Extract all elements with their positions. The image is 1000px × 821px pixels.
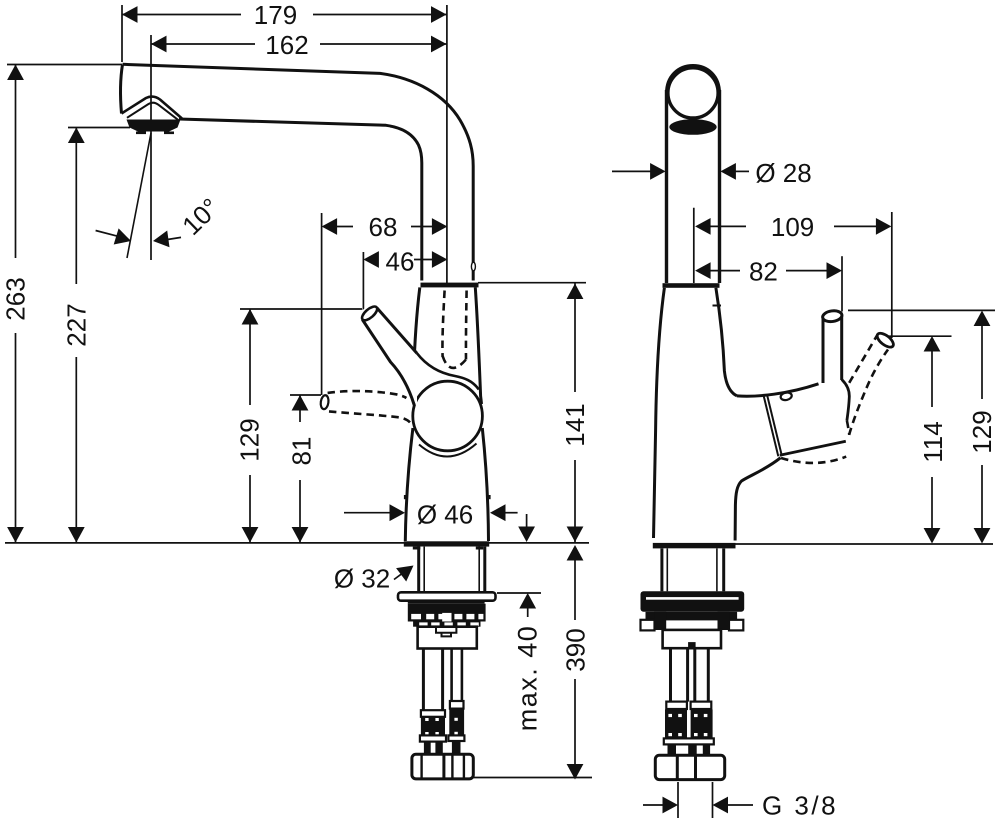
svg-text:390: 390 bbox=[561, 628, 591, 671]
svg-text:114: 114 bbox=[918, 421, 948, 462]
svg-text:162: 162 bbox=[265, 30, 308, 60]
svg-text:263: 263 bbox=[1, 277, 31, 320]
svg-text:46: 46 bbox=[386, 246, 415, 276]
svg-text:141: 141 bbox=[560, 403, 590, 446]
svg-text:129: 129 bbox=[235, 418, 265, 461]
svg-text:82: 82 bbox=[749, 256, 778, 286]
svg-text:129: 129 bbox=[967, 410, 997, 453]
svg-text:68: 68 bbox=[369, 212, 398, 242]
svg-text:Ø 28: Ø 28 bbox=[755, 158, 811, 188]
svg-text:81: 81 bbox=[287, 437, 317, 466]
svg-text:109: 109 bbox=[771, 212, 814, 242]
svg-text:179: 179 bbox=[254, 0, 297, 30]
svg-text:G 3/8: G 3/8 bbox=[762, 791, 838, 821]
svg-text:max. 40: max. 40 bbox=[513, 625, 543, 732]
svg-text:Ø 32: Ø 32 bbox=[334, 563, 390, 593]
svg-text:Ø 46: Ø 46 bbox=[417, 500, 473, 530]
svg-text:227: 227 bbox=[62, 303, 92, 346]
